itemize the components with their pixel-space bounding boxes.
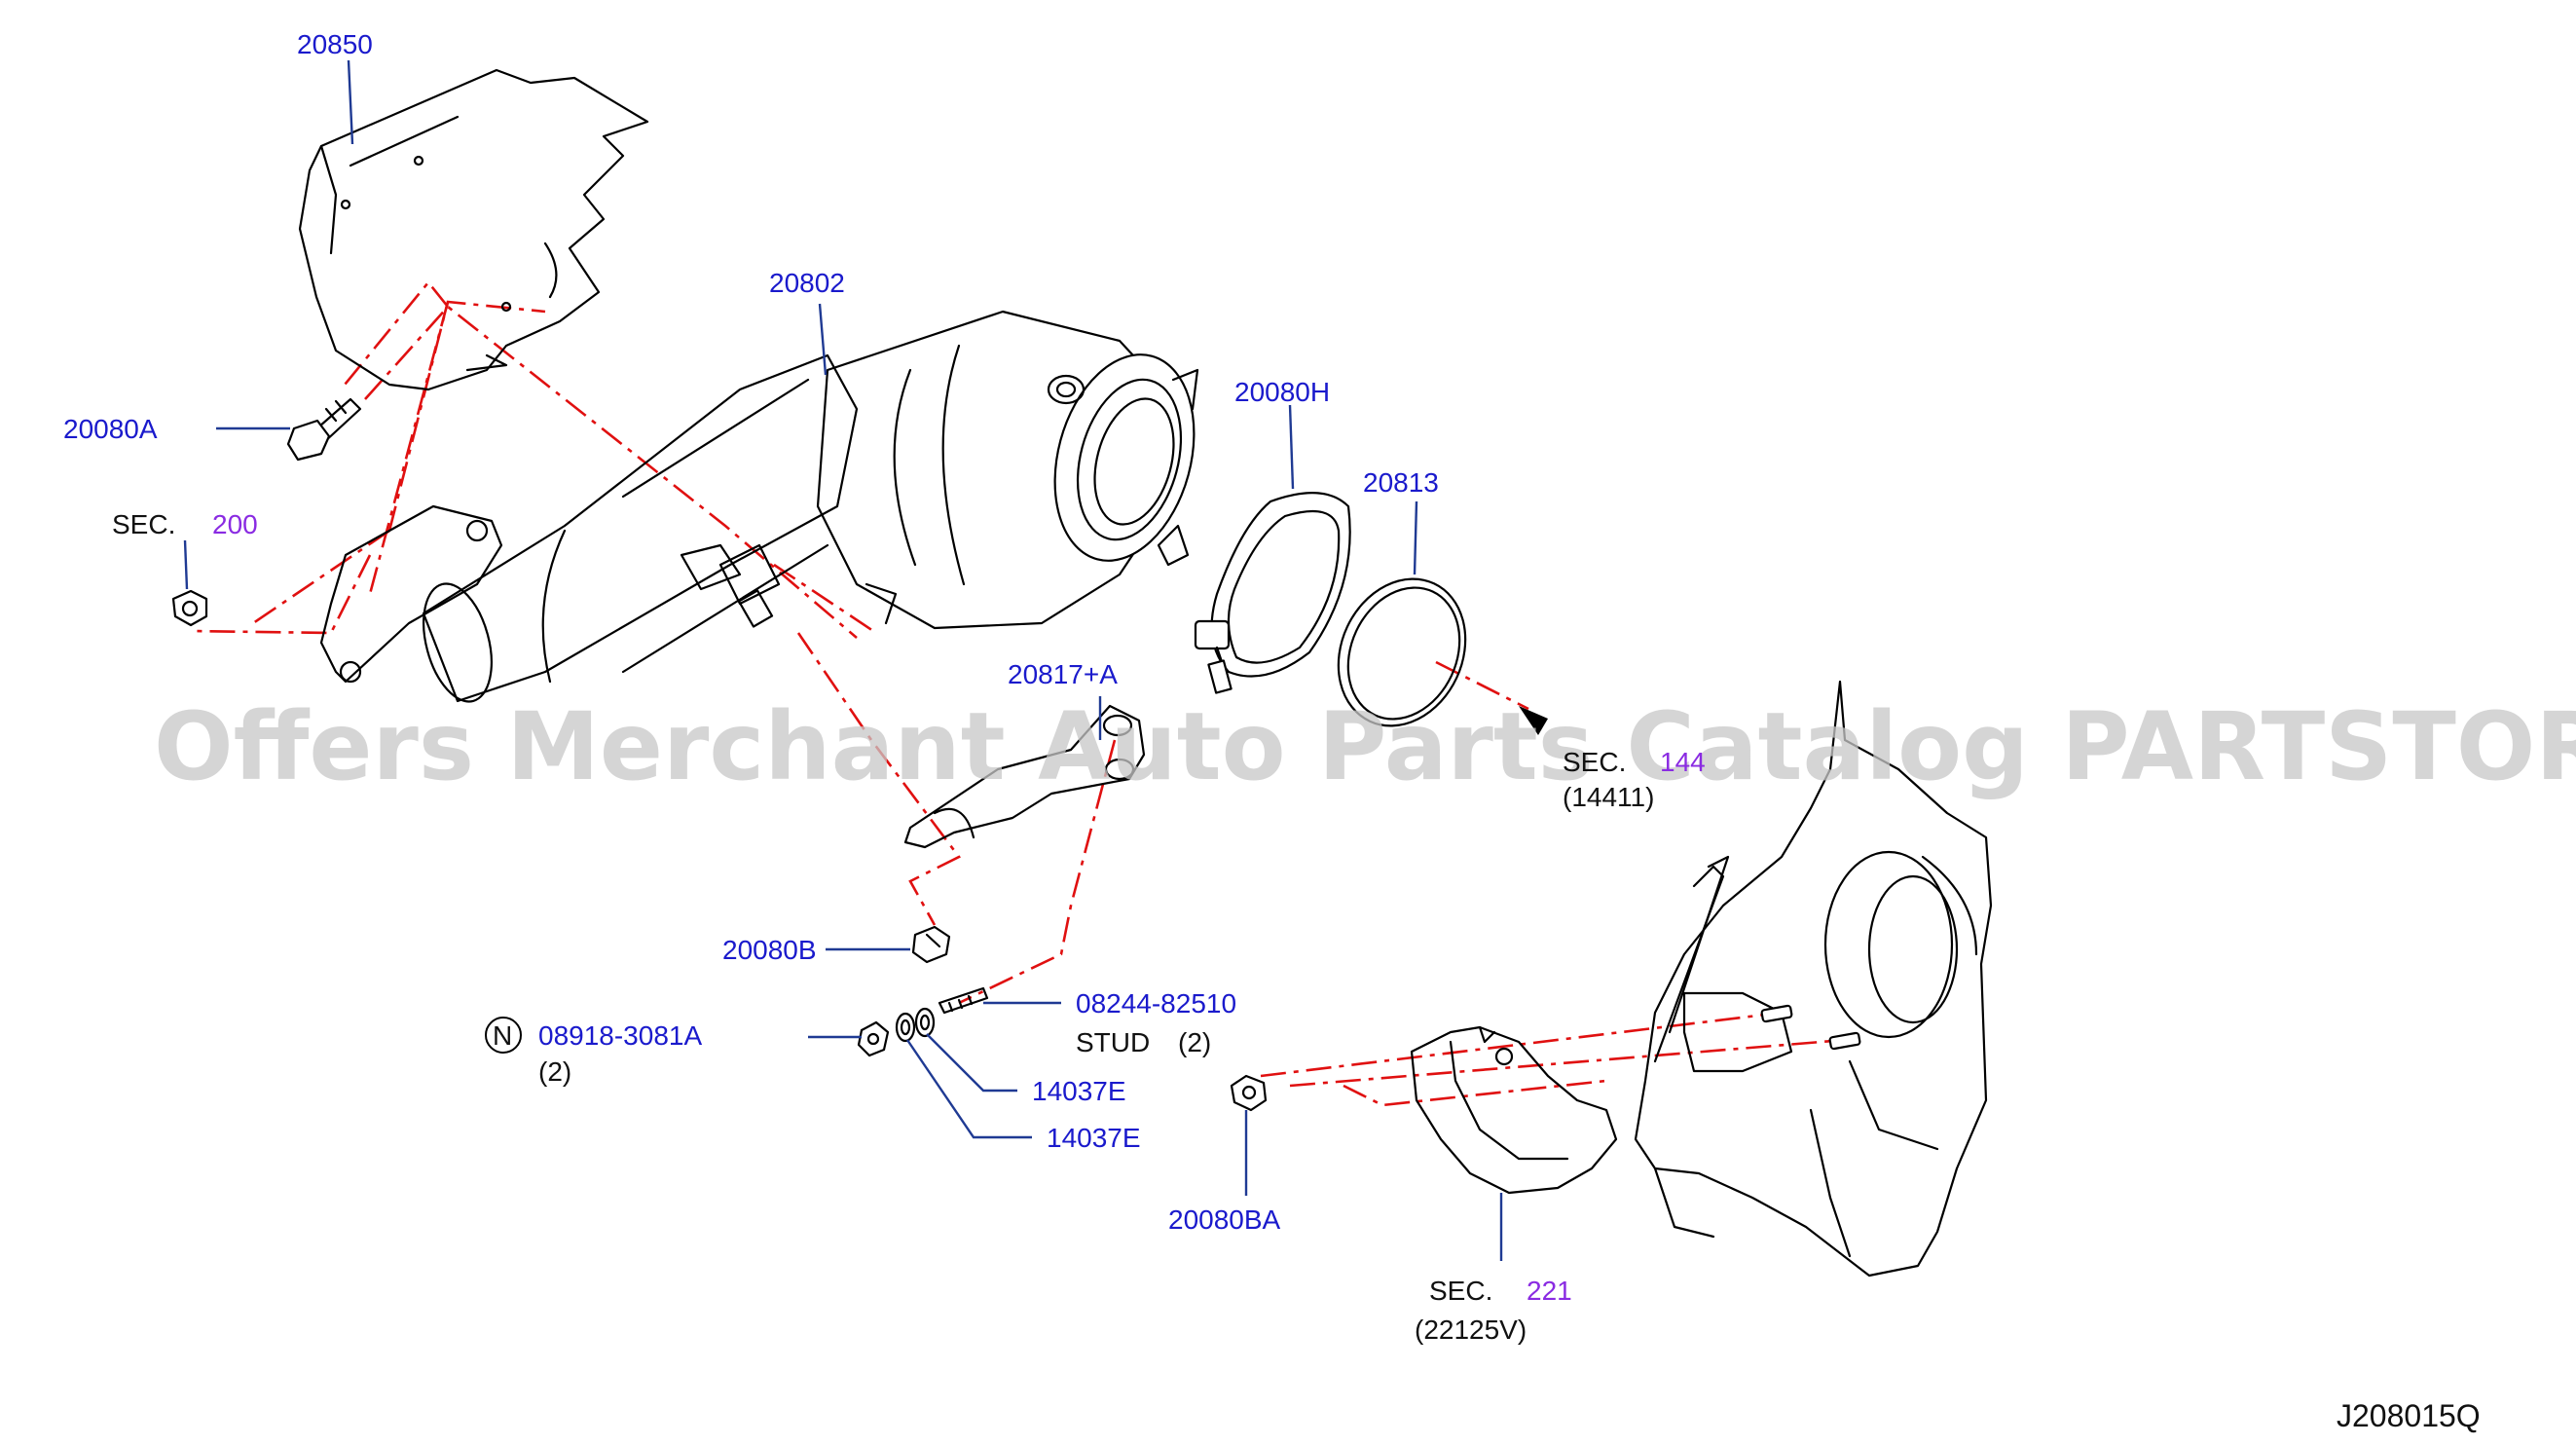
nut-20080b-drawing [911,925,951,964]
part-label-20813[interactable]: 20813 [1363,467,1439,498]
part-label-08244-82510[interactable]: 08244-82510 [1076,988,1236,1019]
part-label-20080b[interactable]: 20080B [722,935,817,965]
sec-200-number[interactable]: 200 [212,509,258,539]
n-marker-circle [485,1017,522,1054]
stud-qty: (2) [1178,1027,1211,1057]
part-label-20080h[interactable]: 20080H [1234,377,1330,407]
part-labels: 20850 20802 20080A 20080H 20813 20817+A … [63,29,1439,1235]
nut-sec-200-drawing [171,589,208,627]
stud-name: STUD [1076,1027,1150,1057]
part-label-20850[interactable]: 20850 [297,29,373,59]
part-label-20080ba[interactable]: 20080BA [1168,1204,1281,1235]
transmission-housing-drawing [1634,680,1993,1278]
catalyst-20802-drawing [319,310,1199,703]
section-labels: SEC. 200 SEC. 144 (14411) SEC. 221 (2212… [112,509,1706,1345]
sec-144-label: SEC. [1563,747,1626,777]
leader-lines [183,59,1503,1261]
bolt-20080a-drawing [286,397,362,462]
n-marker-label: N [493,1020,512,1051]
part-label-20802[interactable]: 20802 [769,268,845,298]
sec-144-sub: (14411) [1563,782,1654,812]
watermark-text: Offers Merchant Auto Parts Catalog PARTS… [154,692,2576,801]
diagram-code: J208015Q [2337,1398,2481,1433]
sec-221-number[interactable]: 221 [1527,1276,1572,1306]
sec-144-number[interactable]: 144 [1660,747,1706,777]
part-label-20817a[interactable]: 20817+A [1008,659,1118,689]
stud-washer-nut-drawing [857,986,989,1057]
clamp-20080h-drawing [1194,492,1351,694]
nut-20080ba-drawing [1230,1074,1268,1112]
part-label-20080a[interactable]: 20080A [63,414,158,444]
sec-200-label: SEC. [112,509,175,539]
part-label-14037e-1[interactable]: 14037E [1032,1076,1126,1106]
bracket-20817a-drawing [903,704,1146,849]
part-label-14037e-2[interactable]: 14037E [1047,1123,1141,1153]
bracket-sec-221-drawing [1410,1025,1618,1195]
sec-221-sub: (22125V) [1415,1315,1527,1345]
sec-221-label: SEC. [1429,1276,1492,1306]
gasket-20813-drawing [1337,577,1548,735]
heat-shield-20850-drawing [298,68,649,391]
nut-qty: (2) [538,1056,571,1087]
part-label-08918-3081a[interactable]: 08918-3081A [538,1020,702,1051]
